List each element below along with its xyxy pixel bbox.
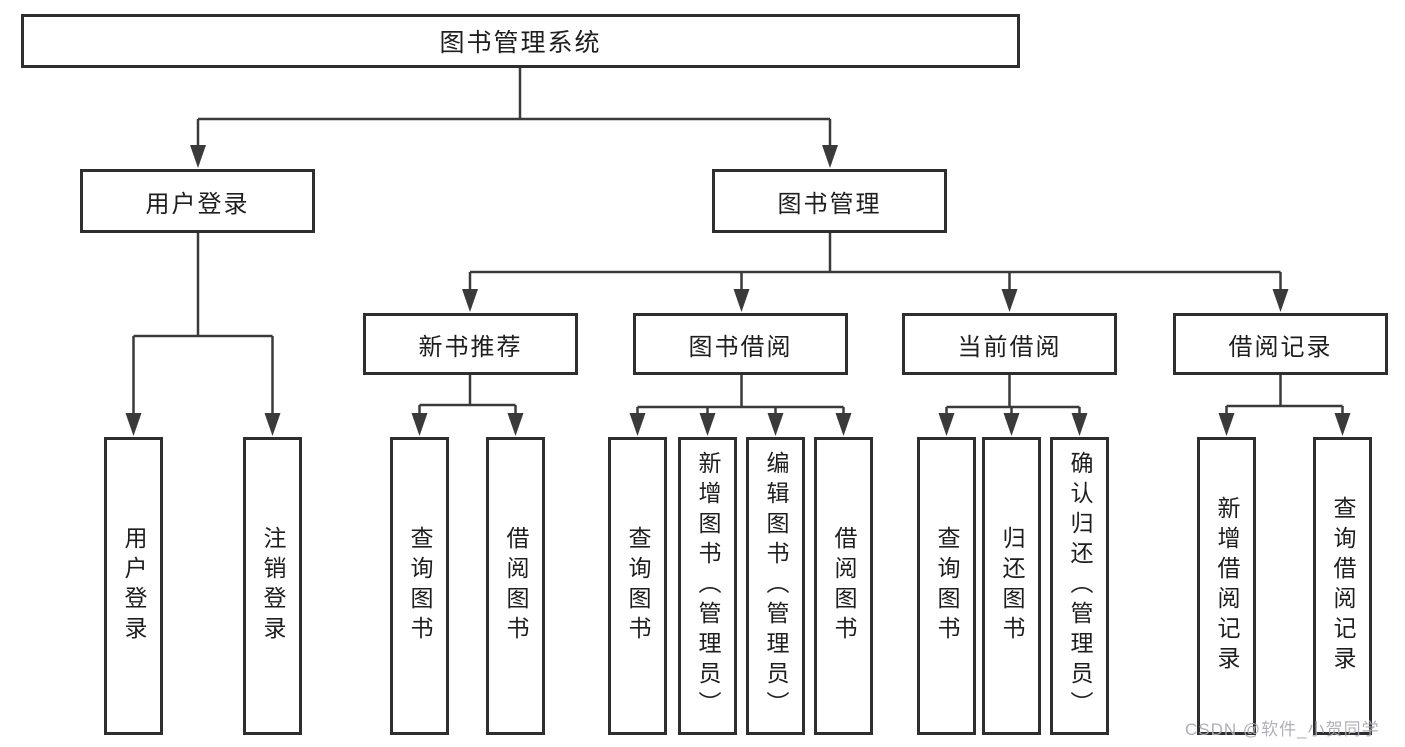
connector-book-mgmt-children — [462, 232, 1289, 312]
connector-new-books-children — [411, 374, 524, 436]
node-book-borrowing: 图书借阅 — [633, 313, 848, 375]
connector-current-borrow-children — [938, 375, 1088, 436]
arrowhead-new-books — [462, 289, 478, 312]
node-label: 注销登录 — [260, 526, 286, 646]
node-leaf-logout: 注销登录 — [243, 437, 302, 735]
arrowhead-user-login — [190, 145, 206, 168]
node-leaf-query-books-2: 查询图书 — [608, 437, 667, 735]
arrowhead-user-login-leaf — [125, 413, 142, 436]
node-label: 查询图书 — [934, 526, 960, 646]
node-label: 借阅图书 — [503, 526, 529, 646]
node-label: 用户登录 — [121, 526, 147, 646]
connector-user-login-children — [125, 232, 281, 436]
node-leaf-query-books-3: 查询图书 — [917, 437, 976, 735]
connector-borrow-records-children — [1218, 375, 1351, 436]
node-label: 新增图书（管理员） — [695, 451, 721, 721]
node-leaf-add-books-admin: 新增图书（管理员） — [678, 437, 737, 735]
node-label: 归还图书 — [999, 526, 1025, 646]
node-leaf-return-books: 归还图书 — [982, 437, 1041, 735]
node-leaf-edit-books-admin: 编辑图书（管理员） — [746, 437, 805, 735]
node-label: 查询图书 — [625, 526, 651, 646]
node-label: 借阅图书 — [831, 526, 857, 646]
connector-book-borrow-children — [629, 375, 852, 436]
arrowhead-nb-query — [411, 413, 428, 436]
arrowhead-cb-query — [938, 413, 955, 436]
node-borrowing-records: 借阅记录 — [1173, 313, 1388, 375]
node-book-management: 图书管理 — [712, 169, 947, 233]
node-leaf-user-login: 用户登录 — [104, 437, 163, 735]
node-user-login: 用户登录 — [80, 169, 315, 233]
arrowhead-nb-borrow — [507, 413, 524, 436]
arrowhead-borrow-records — [1272, 289, 1289, 312]
arrowhead-bb-borrow — [835, 413, 852, 436]
node-leaf-query-books-1: 查询图书 — [390, 437, 449, 735]
node-label: 新增借阅记录 — [1214, 496, 1240, 676]
arrowhead-current-borrow — [1001, 289, 1018, 312]
node-label: 确认归还（管理员） — [1067, 451, 1093, 721]
arrowhead-book-mgmt — [822, 145, 838, 168]
node-leaf-add-borrow-record: 新增借阅记录 — [1197, 437, 1256, 735]
node-current-borrowing: 当前借阅 — [902, 313, 1117, 375]
connector-root-to-level2 — [190, 67, 838, 168]
arrowhead-cb-confirm — [1071, 413, 1088, 436]
arrowhead-br-query — [1334, 413, 1351, 436]
arrowhead-book-borrow — [733, 289, 750, 312]
node-leaf-borrow-books-1: 借阅图书 — [486, 437, 545, 735]
node-label: 查询图书 — [407, 526, 433, 646]
arrowhead-br-add — [1218, 413, 1235, 436]
arrowhead-cb-return — [1003, 413, 1020, 436]
node-leaf-query-borrow-record: 查询借阅记录 — [1313, 437, 1372, 735]
node-root-library-system: 图书管理系统 — [21, 14, 1020, 68]
node-label: 查询借阅记录 — [1330, 496, 1356, 676]
node-leaf-confirm-return-admin: 确认归还（管理员） — [1050, 437, 1109, 735]
node-label: 编辑图书（管理员） — [763, 451, 789, 721]
arrowhead-bb-edit — [767, 413, 784, 436]
arrowhead-bb-add — [699, 413, 716, 436]
csdn-watermark: CSDN @软件_小贺同学 — [1185, 720, 1380, 739]
node-new-book-recommend: 新书推荐 — [363, 313, 578, 375]
node-leaf-borrow-books-2: 借阅图书 — [814, 437, 873, 735]
arrowhead-logout-leaf — [264, 413, 281, 436]
arrowhead-bb-query — [629, 413, 646, 436]
